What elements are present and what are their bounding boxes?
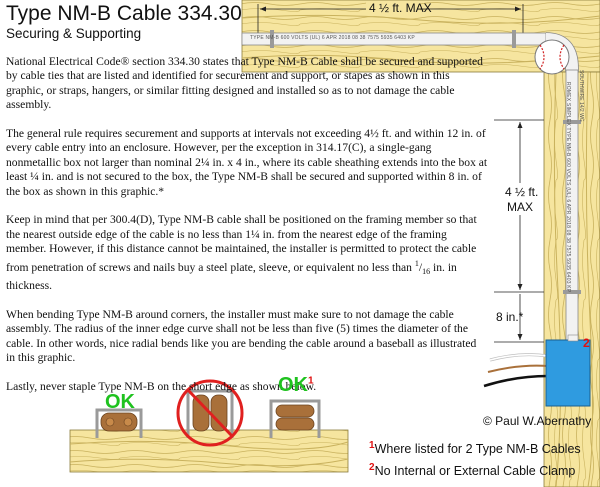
example-prohibited (176, 379, 244, 447)
example-ok-stacked (269, 399, 321, 438)
ok-label-stacked: OK1 (278, 374, 314, 396)
fraction-denominator: 16 (422, 266, 431, 276)
paragraph-securing: National Electrical Code® section 334.30… (6, 55, 483, 112)
body-text: National Electrical Code® section 334.30… (6, 55, 488, 409)
paragraph-short-edge: Lastly, never staple Type NM-B on the sh… (6, 380, 317, 394)
page-title: Type NM-B Cable 334.30 (6, 2, 242, 25)
paragraph-bending: When bending Type NM-B around corners, t… (6, 308, 477, 365)
side-dimension-label-2: MAX (507, 200, 534, 214)
side-staples (563, 120, 581, 294)
top-dimension-label: 4 ½ ft. MAX (369, 1, 432, 15)
footnote-2: 2No Internal or External Cable Clamp (369, 462, 576, 479)
paragraph-positioning: Keep in mind that per 300.4(D), Type NM-… (6, 213, 477, 293)
box-wires (483, 353, 549, 388)
footnote-1: 1Where listed for 2 Type NM-B Cables (369, 440, 581, 457)
page-subtitle: Securing & Supporting (6, 26, 142, 41)
box-dimension-line (494, 294, 544, 343)
cable-print-top: TYPE NM-B 600 VOLTS (UL) 6 APR 2018 08 3… (250, 35, 415, 41)
fraction-numerator: 1 (414, 258, 419, 268)
copyright: © Paul W.Abernathy (483, 414, 592, 428)
footnote-2-marker: 2 (369, 462, 375, 473)
cable-print-side: ROMEX SIMPLEX TYPE NM-B 600 VOLTS (UL) 6… (565, 82, 571, 293)
top-dimension-line (257, 2, 524, 36)
electrical-box (545, 334, 591, 407)
ok-label-marker: 1 (308, 375, 314, 387)
box-marker: 2 (583, 336, 590, 350)
side-dimension-label-1: 4 ½ ft. (505, 185, 539, 199)
box-dimension-label: 8 in.* (496, 310, 524, 324)
top-staples (270, 30, 516, 48)
baseball-icon (534, 39, 570, 75)
example-ok-single (95, 408, 143, 438)
ok-label-single: OK (105, 391, 135, 413)
bottom-framing-member (69, 429, 349, 473)
cable-print-curve: SOUTHWIRE 14/2 WG (578, 70, 584, 122)
side-dimension-line (494, 119, 544, 293)
paragraph-intervals: The general rule requires securement and… (6, 127, 488, 198)
footnote-1-marker: 1 (369, 440, 375, 451)
